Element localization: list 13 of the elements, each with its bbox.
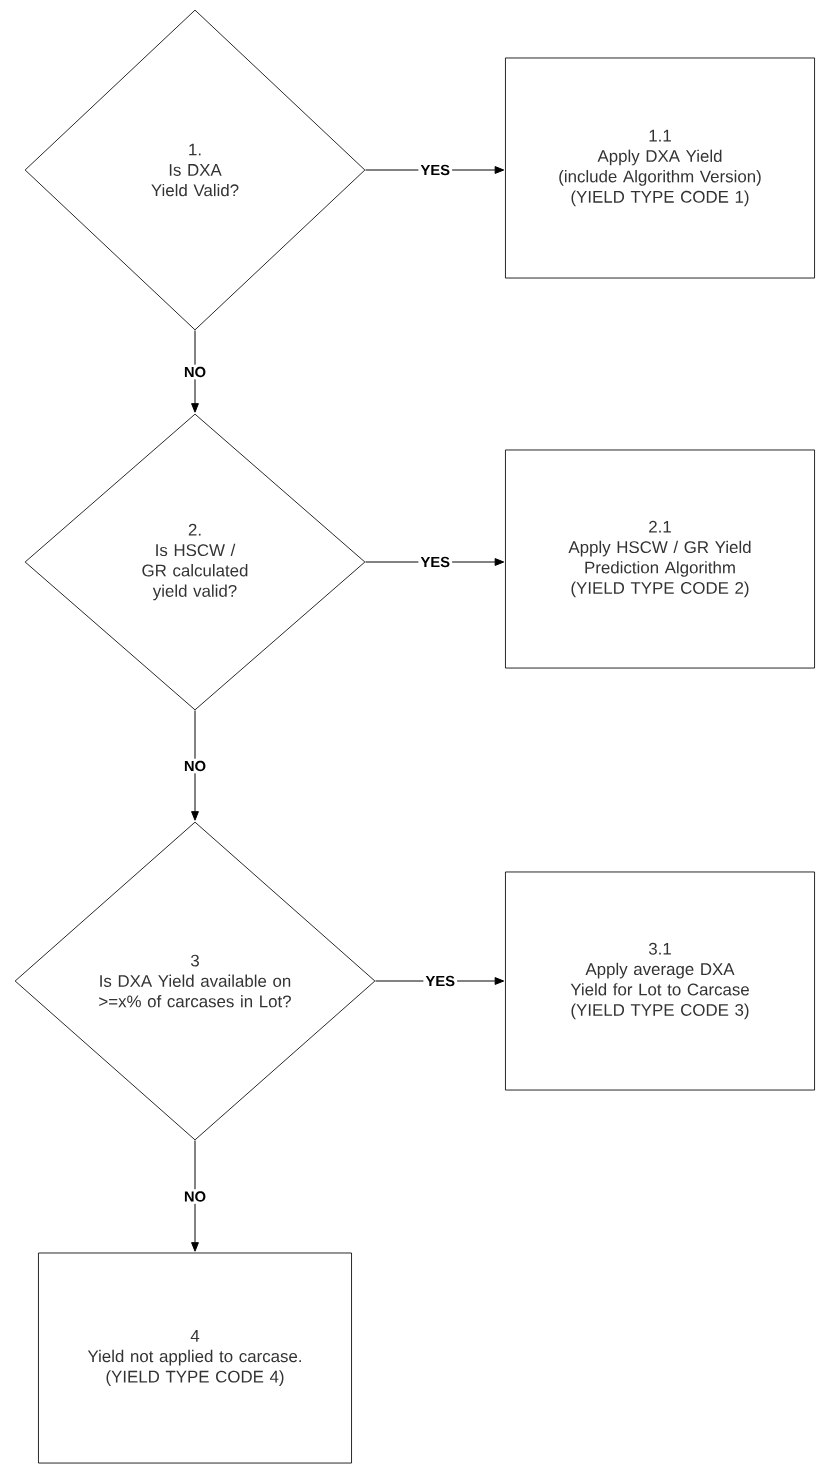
edge-label: NO <box>181 1189 209 1204</box>
edge-label: YES <box>423 973 458 989</box>
process-box: 1.1 Apply DXA Yield (include Algorithm Version) (YIELD TYPE CODE 1) <box>505 57 815 279</box>
edge-label: NO <box>181 364 209 380</box>
arrow <box>191 1140 199 1252</box>
process-box: 4 Yield not applied to carcase. (YIELD TYPE CODE 4) <box>38 1252 352 1464</box>
process-box: 3.1 Apply average DXA Yield for Lot to Carcase (YIELD TYPE CODE 3) <box>505 871 815 1091</box>
arrow <box>191 710 199 821</box>
process-box: 2.1 Apply HSCW / GR Yield Prediction Algorithm (YIELD TYPE CODE 2) <box>505 449 815 669</box>
edge-label: YES <box>418 162 453 178</box>
edge-label: YES <box>418 554 453 570</box>
arrow <box>191 330 199 413</box>
edge-label: NO <box>181 758 209 774</box>
